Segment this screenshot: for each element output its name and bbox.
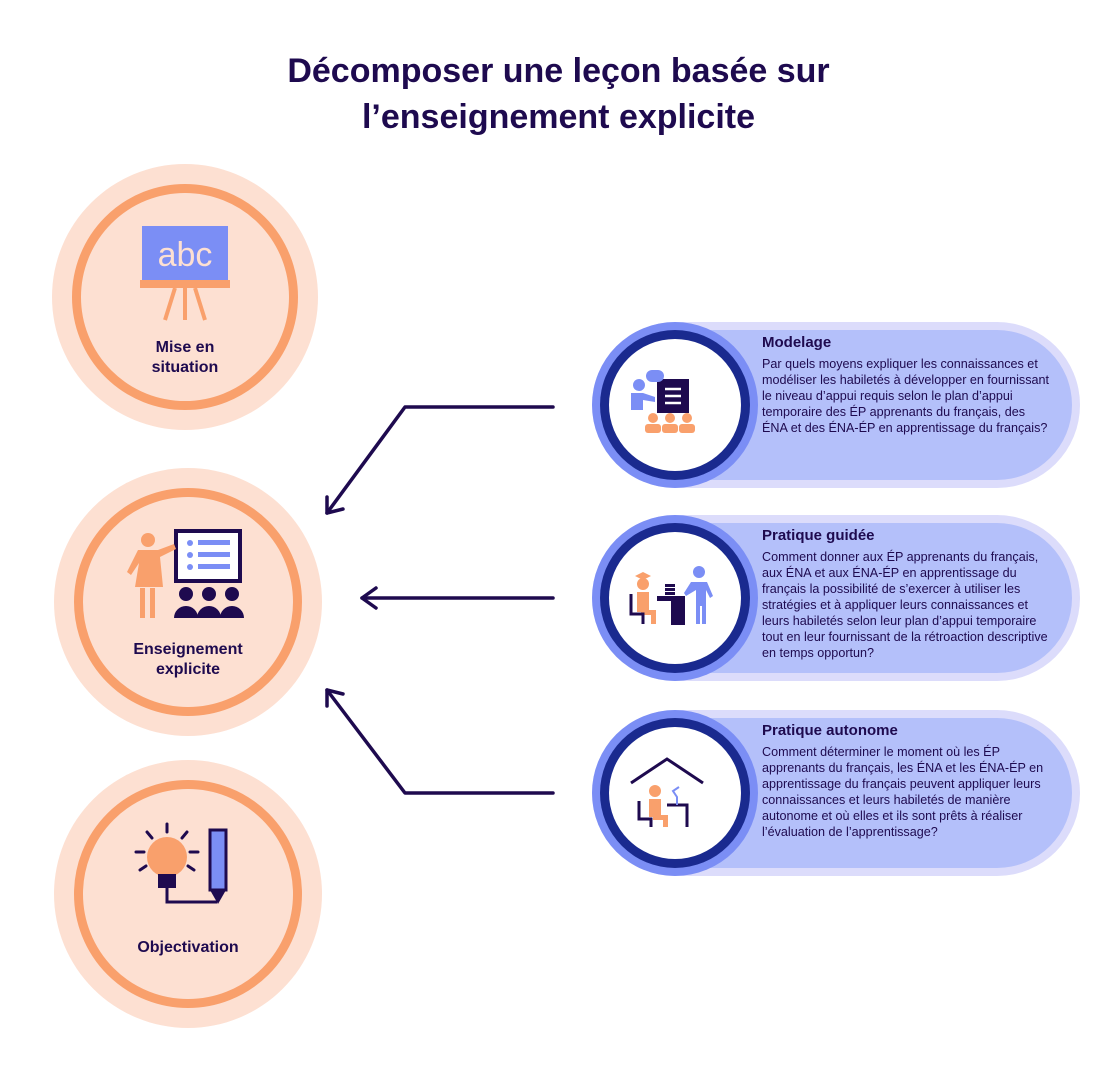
title-line-1: Décomposer une leçon basée sur [287, 52, 830, 90]
stage-label: explicite [155, 661, 221, 678]
stage-label: situation [151, 359, 219, 376]
phase-description: Comment donner aux ÉP apprenants du fran… [762, 550, 1048, 660]
lightbulb-pencil-icon [134, 822, 228, 904]
stage-objectivation: Objectivation [54, 760, 322, 1028]
chalkboard-abc-icon: abc [140, 226, 230, 321]
title-line-2: l’enseignement explicite [361, 98, 756, 136]
phase-title: Pratique guidée [762, 527, 875, 544]
stage-label: Enseignement [133, 641, 243, 658]
phase-pratique-guidee: Pratique guidée Comment donner aux ÉP ap… [592, 515, 1080, 681]
student-home-desk-icon [630, 757, 704, 827]
presenter-audience-icon [631, 370, 695, 433]
arrow-modelage [325, 405, 555, 515]
stage-mise-en-situation: abc Mise en situation [52, 164, 318, 430]
student-teacher-desk-icon [629, 566, 713, 625]
phase-title: Modelage [762, 334, 832, 351]
page-title: Décomposer une leçon basée sur l’enseign… [0, 48, 1117, 140]
phase-modelage: Modelage Par quels moyens expliquer les … [592, 322, 1080, 488]
phase-description: Comment déterminer le moment où les ÉP a… [762, 745, 1044, 839]
phase-pratique-autonome: Pratique autonome Comment déterminer le … [592, 710, 1080, 876]
teacher-presenting-icon [127, 529, 244, 618]
arrow-pratique-autonome [325, 688, 555, 795]
stage-label: Objectivation [137, 939, 239, 956]
svg-text:abc: abc [158, 236, 213, 274]
stage-enseignement-explicite: Enseignement explicite [54, 468, 322, 736]
stage-label: Mise en [155, 339, 215, 356]
phase-description: Par quels moyens expliquer les connaissa… [762, 357, 1050, 435]
phase-title: Pratique autonome [762, 722, 898, 739]
